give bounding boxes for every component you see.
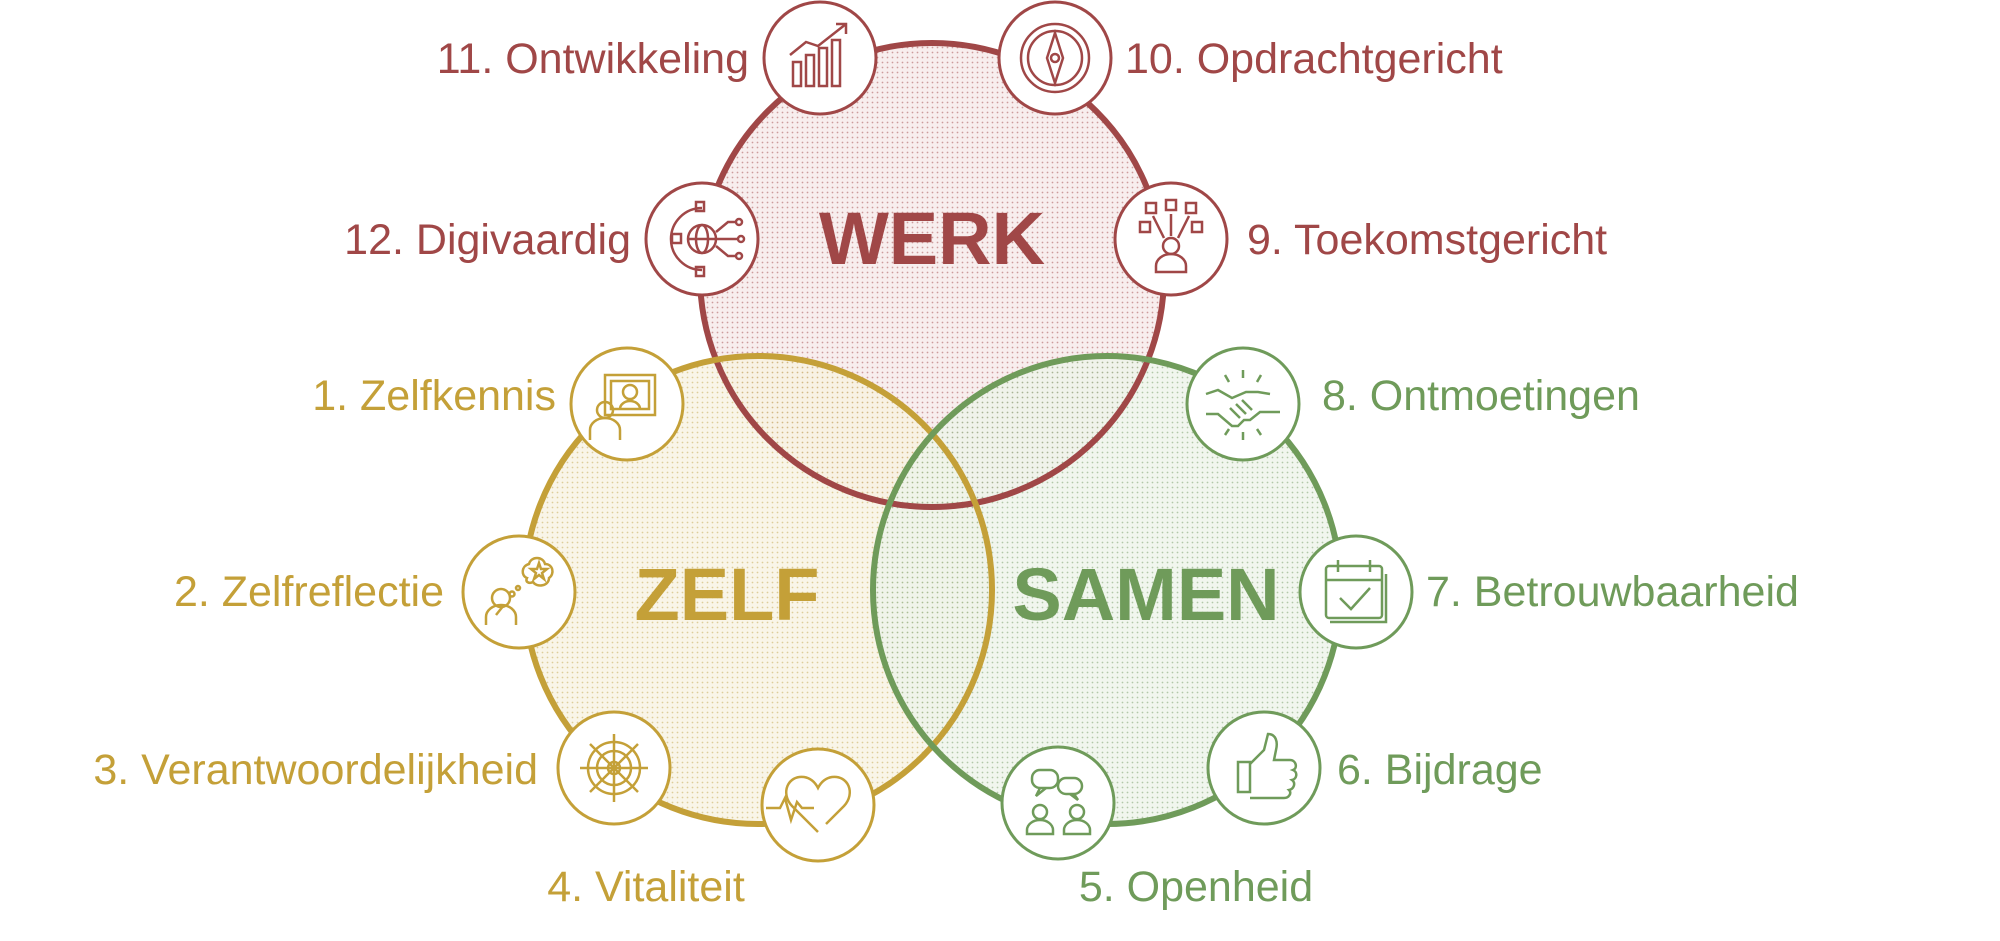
label-ontmoetingen: 8. Ontmoetingen: [1322, 372, 1640, 420]
label-toekomstgericht: 9. Toekomstgericht: [1247, 216, 1607, 264]
calendar-check-icon: [1298, 534, 1414, 650]
venn-fills: [524, 43, 1341, 824]
compass-icon: [997, 0, 1113, 116]
thumbs-up-icon: [1206, 710, 1322, 826]
decision-person-icon: [1113, 181, 1229, 297]
ship-wheel-icon: [556, 710, 672, 826]
conversation-icon: [1000, 745, 1116, 861]
heartbeat-icon: [760, 747, 876, 863]
label-opdrachtgericht: 10. Opdrachtgericht: [1125, 35, 1503, 83]
label-verantwoordelijkheid: 3. Verantwoordelijkheid: [93, 746, 538, 794]
label-zelfreflectie: 2. Zelfreflectie: [174, 568, 444, 616]
thinking-person-icon: [461, 534, 577, 650]
handshake-icon: [1185, 346, 1301, 462]
digital-gear-icon: [644, 181, 760, 297]
zelf-title: ZELF: [635, 553, 820, 636]
label-vitaliteit: 4. Vitaliteit: [547, 863, 745, 911]
label-ontwikkeling: 11. Ontwikkeling: [437, 35, 749, 83]
samen-circle-fill: [873, 356, 1341, 824]
growth-chart-icon: [762, 0, 878, 116]
samen-title: SAMEN: [1012, 553, 1279, 636]
label-digivaardig: 12. Digivaardig: [344, 216, 631, 264]
werk-title: WERK: [819, 197, 1045, 280]
presentation-icon: [569, 346, 685, 462]
label-openheid: 5. Openheid: [1079, 863, 1313, 911]
label-betrouwbaarheid: 7. Betrouwbaarheid: [1426, 568, 1799, 616]
zelf-circle-fill: [524, 356, 992, 824]
label-bijdrage: 6. Bijdrage: [1337, 746, 1543, 794]
label-zelfkennis: 1. Zelfkennis: [312, 372, 556, 420]
